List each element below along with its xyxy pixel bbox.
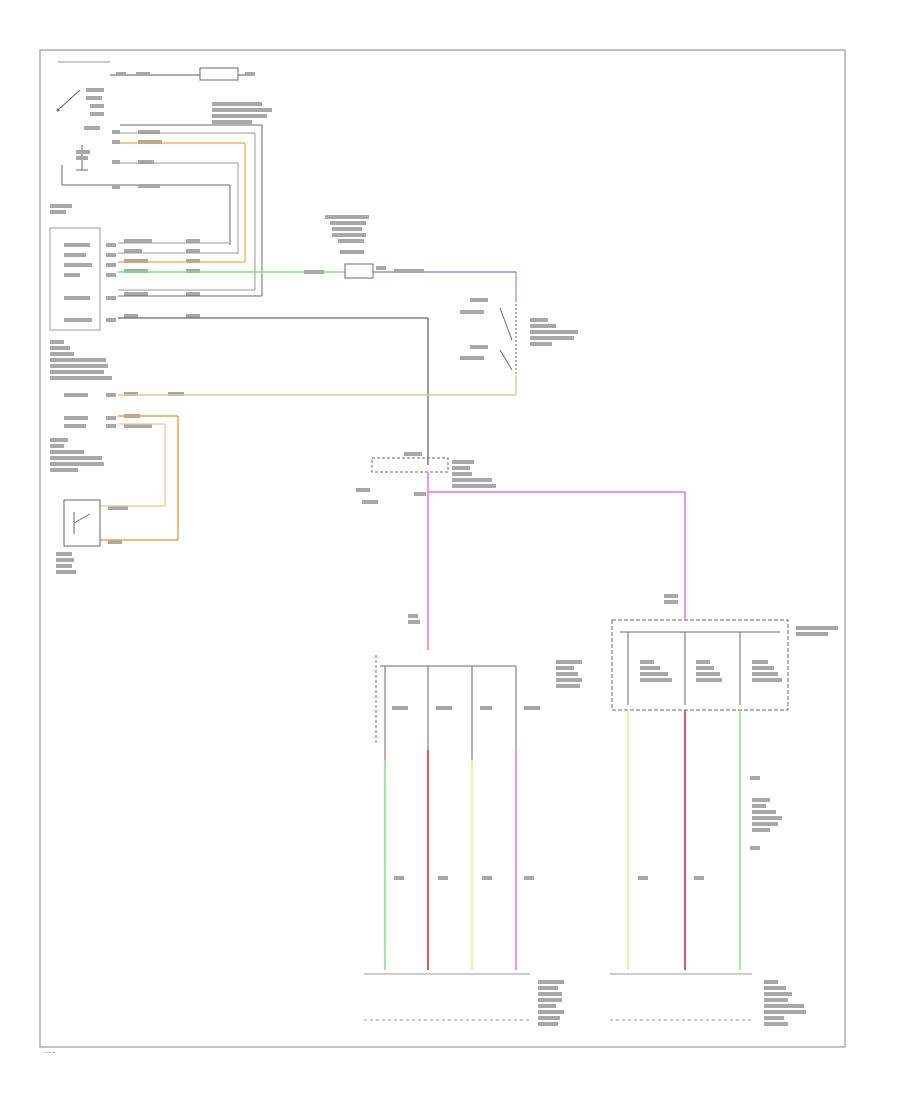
center-connector bbox=[304, 215, 578, 375]
footer-code: ~~~ bbox=[44, 1051, 56, 1056]
ignition-switch-area bbox=[56, 61, 272, 296]
diagram-border bbox=[39, 49, 846, 1048]
mid-splice-module bbox=[356, 452, 686, 650]
lower-left-gauges bbox=[364, 655, 582, 1026]
left-module-block bbox=[49, 204, 517, 574]
lower-right-gauges bbox=[610, 619, 838, 1026]
